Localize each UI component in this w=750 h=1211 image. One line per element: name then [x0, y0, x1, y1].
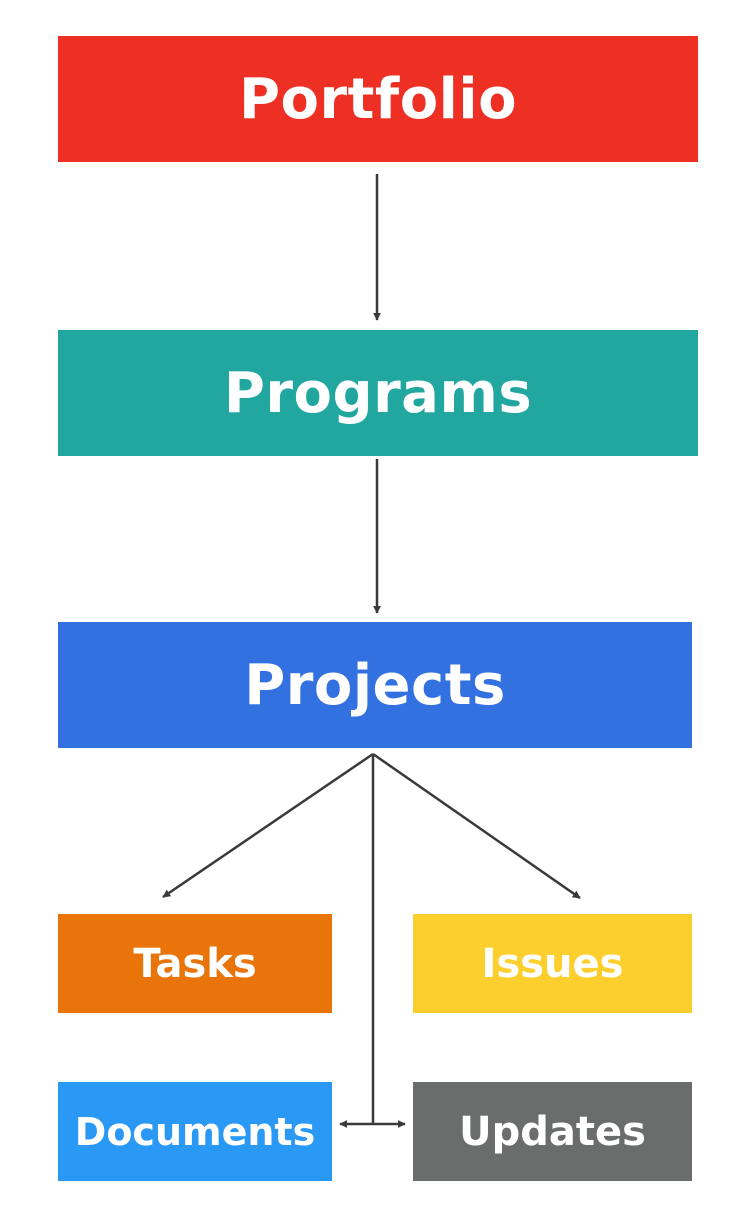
node-programs: Programs [58, 330, 698, 456]
node-tasks: Tasks [58, 914, 332, 1013]
arrow-projects-to-tasks [162, 752, 374, 899]
node-issues: Issues [413, 914, 692, 1013]
node-issues-label: Issues [481, 940, 624, 987]
node-projects-label: Projects [244, 652, 506, 718]
node-updates: Updates [413, 1082, 692, 1181]
node-tasks-label: Tasks [133, 940, 257, 987]
node-documents-label: Documents [74, 1109, 316, 1154]
node-projects: Projects [58, 622, 692, 748]
node-documents: Documents [58, 1082, 332, 1181]
node-updates-label: Updates [459, 1108, 646, 1155]
arrow-projects-to-issues [372, 752, 581, 900]
node-portfolio: Portfolio [58, 36, 698, 162]
node-portfolio-label: Portfolio [238, 66, 518, 132]
node-programs-label: Programs [223, 360, 533, 426]
